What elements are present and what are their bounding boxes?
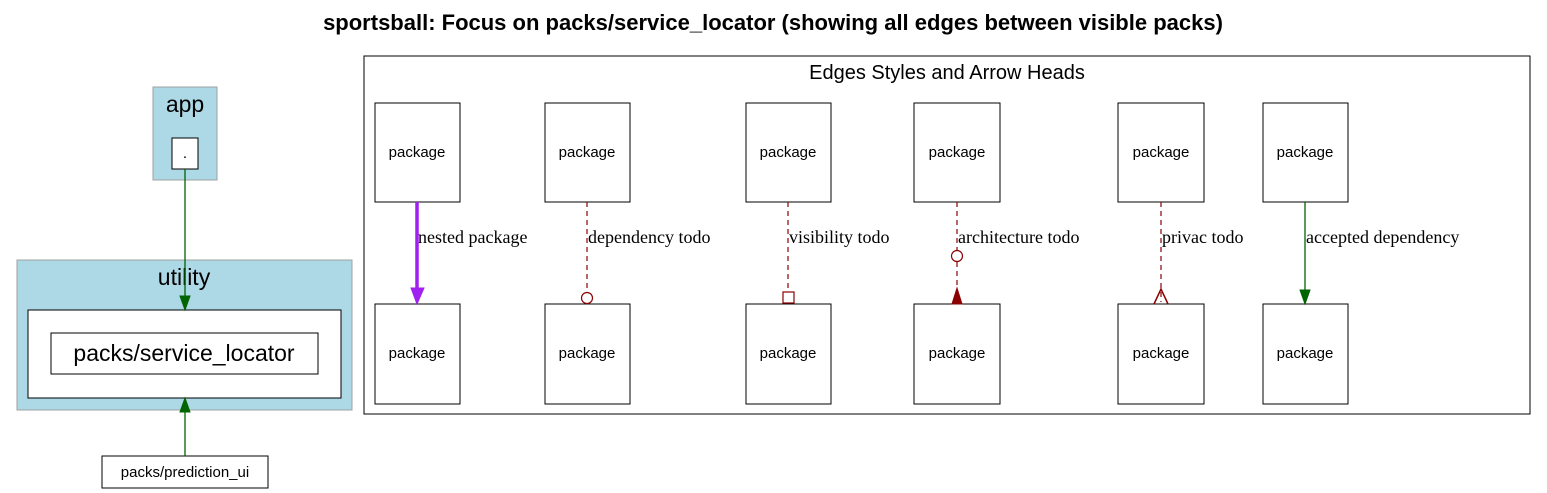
arrowhead-icon xyxy=(179,295,191,312)
legend-node-label: package xyxy=(559,144,616,161)
legend-node-label: package xyxy=(389,144,446,161)
crow-arrowhead-icon xyxy=(1153,287,1169,305)
legend-node-label: package xyxy=(1133,144,1190,161)
legend-node xyxy=(745,102,832,203)
cluster-app-label: app xyxy=(166,91,204,117)
obox-arrowhead-icon xyxy=(782,291,795,304)
arrowhead-icon xyxy=(1299,289,1311,306)
legend-edge-privac-todo: package package privac todo xyxy=(1117,102,1243,405)
node-app-root-label: . xyxy=(183,145,187,162)
legend-node xyxy=(1262,102,1349,203)
legend-edge-label: dependency todo xyxy=(588,227,710,247)
legend-edge-label: privac todo xyxy=(1162,227,1243,247)
node-prediction-ui-label: packs/prediction_ui xyxy=(121,464,249,481)
legend-node-label: package xyxy=(389,345,446,362)
odot-arrowhead-icon xyxy=(950,249,964,263)
legend-node-label: package xyxy=(760,144,817,161)
legend-node-label: package xyxy=(559,345,616,362)
arrowhead-icon xyxy=(179,396,191,413)
arrowhead-icon xyxy=(410,287,425,306)
legend-node xyxy=(1117,303,1205,405)
legend-edge-visibility-todo: package package visibility todo xyxy=(745,102,890,405)
legend-node-label: package xyxy=(760,345,817,362)
legend-edge-label: accepted dependency xyxy=(1306,227,1459,247)
edge-app-to-service-locator xyxy=(179,169,191,312)
legend-node xyxy=(544,303,631,405)
legend-node xyxy=(745,303,832,405)
legend-node-label: package xyxy=(1133,345,1190,362)
legend-edge-nested-package: package package nested package xyxy=(374,102,527,405)
legend-node xyxy=(374,303,461,405)
diagram-title: sportsball: Focus on packs/service_locat… xyxy=(323,10,1223,35)
legend-node-label: package xyxy=(929,345,986,362)
legend-node-label: package xyxy=(1277,345,1334,362)
legend-edge-label: architecture todo xyxy=(958,227,1079,247)
legend-node xyxy=(544,102,631,203)
legend-edge-architecture-todo: package package architecture todo xyxy=(913,102,1079,405)
legend-cluster: Edges Styles and Arrow Heads package pac… xyxy=(363,55,1531,415)
node-service-locator-label: packs/service_locator xyxy=(73,340,294,366)
edge-prediction-ui-to-service-locator xyxy=(179,396,191,456)
legend-node xyxy=(913,102,1001,203)
legend-node xyxy=(913,303,1001,405)
legend-edge-accepted-dependency: package package accepted dependency xyxy=(1262,102,1459,405)
legend-edge-label: nested package xyxy=(418,227,527,247)
arrowhead-icon xyxy=(951,286,963,305)
legend-edge-dependency-todo: package package dependency todo xyxy=(544,102,710,405)
node-prediction-ui[interactable] xyxy=(101,455,269,489)
legend-node xyxy=(374,102,461,203)
legend-node xyxy=(1117,102,1205,203)
cluster-utility-label: utility xyxy=(158,264,211,290)
cluster-app: app . xyxy=(152,86,218,181)
legend-node-label: package xyxy=(1277,144,1334,161)
legend-title: Edges Styles and Arrow Heads xyxy=(809,62,1085,84)
legend-edge-label: visibility todo xyxy=(789,227,890,247)
legend-node-label: package xyxy=(929,144,986,161)
node-service-locator[interactable] xyxy=(50,332,319,375)
legend-node xyxy=(1262,303,1349,405)
odot-arrowhead-icon xyxy=(580,291,594,305)
